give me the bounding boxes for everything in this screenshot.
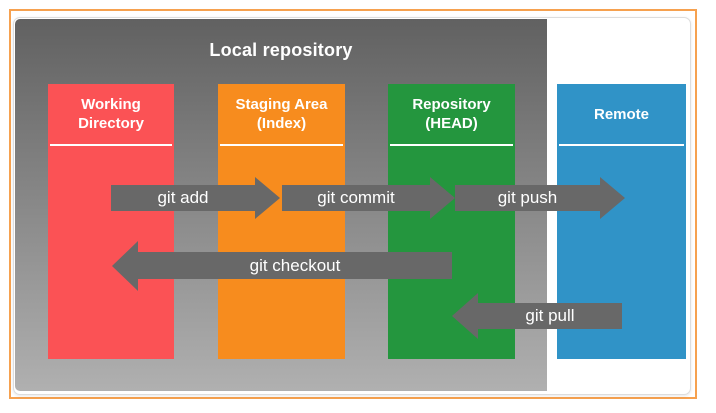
right-arrowhead-icon xyxy=(600,177,625,219)
header-divider xyxy=(390,144,513,146)
column-staging-area-label: Staging Area (Index) xyxy=(235,96,328,132)
arrow-git-add-label: git add xyxy=(157,188,209,207)
arrow-git-checkout: git checkout xyxy=(112,240,452,291)
column-working-directory: Working Directory xyxy=(48,84,174,359)
arrow-git-commit-label: git commit xyxy=(317,188,395,207)
arrow-git-pull: git pull xyxy=(452,293,622,339)
arrow-git-push-label: git push xyxy=(497,188,558,207)
arrow-git-checkout-label: git checkout xyxy=(249,255,341,275)
header-divider xyxy=(220,144,343,146)
column-staging-area: Staging Area (Index) xyxy=(218,84,345,359)
outer-orange-frame xyxy=(9,9,697,399)
column-working-directory-label: Working Directory xyxy=(78,96,144,132)
right-arrowhead-icon xyxy=(255,177,280,219)
arrow-git-add: git add xyxy=(111,177,280,219)
header-divider xyxy=(559,144,684,146)
arrow-git-push: git push xyxy=(455,177,625,219)
arrow-git-pull-label: git pull xyxy=(525,306,575,325)
header-divider xyxy=(50,144,172,146)
left-arrowhead-icon xyxy=(112,240,138,291)
local-repository-title: Local repository xyxy=(209,40,353,60)
column-repository-head-label: Repository (HEAD) xyxy=(412,96,491,132)
column-remote-label: Remote xyxy=(593,105,649,123)
arrow-git-commit: git commit xyxy=(282,177,455,219)
left-arrowhead-icon xyxy=(452,293,478,339)
right-arrowhead-icon xyxy=(430,177,455,219)
